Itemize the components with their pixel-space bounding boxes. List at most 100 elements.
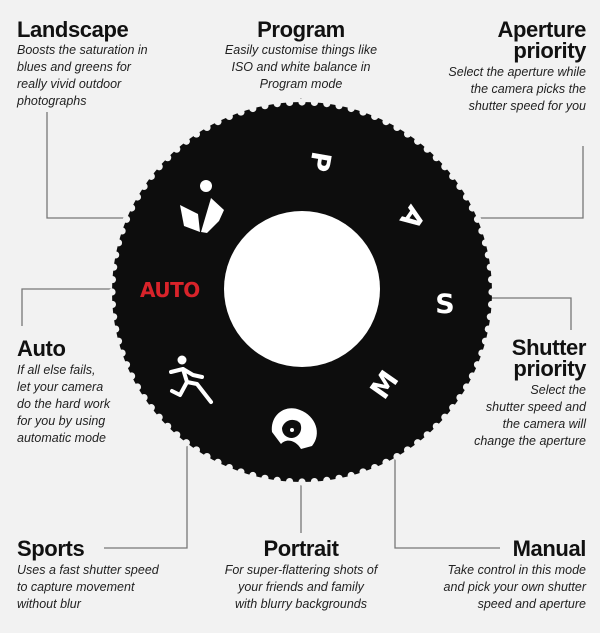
dial-notch bbox=[273, 476, 281, 484]
portrait-face-icon[interactable] bbox=[271, 408, 317, 449]
dial-notch bbox=[127, 204, 136, 212]
dial-notch bbox=[359, 108, 367, 116]
dial-notch bbox=[114, 337, 123, 345]
dial-notch bbox=[225, 463, 233, 472]
dial-notch bbox=[347, 471, 355, 480]
dial-notch bbox=[173, 431, 181, 439]
dial-notch bbox=[127, 372, 136, 380]
sports-desc-line: without blur bbox=[17, 597, 81, 611]
dial-notch bbox=[488, 288, 496, 296]
shutter-desc-line: the camera will bbox=[502, 417, 586, 431]
dial-notch bbox=[140, 182, 148, 191]
dial-notch bbox=[335, 102, 343, 110]
dial-notch bbox=[403, 130, 412, 138]
sports-desc-line: Uses a fast shutter speed bbox=[17, 563, 159, 577]
dial-notch bbox=[249, 471, 257, 480]
dial-notch bbox=[347, 104, 355, 113]
dial-notch bbox=[468, 372, 477, 380]
dial-notch bbox=[147, 404, 155, 412]
dial-teeth bbox=[108, 98, 496, 486]
auto-desc-line: do the hard work bbox=[17, 397, 111, 411]
dial-notch bbox=[108, 288, 116, 296]
landscape-desc-line: blues and greens for bbox=[17, 60, 131, 74]
dial-notch bbox=[261, 474, 269, 482]
dial-notch bbox=[261, 102, 269, 110]
dial-notch bbox=[133, 193, 142, 201]
sports-block: Sports Uses a fast shutter speed to capt… bbox=[17, 538, 217, 613]
auto-desc-line: automatic mode bbox=[17, 431, 106, 445]
program-desc-line: Program mode bbox=[259, 77, 343, 91]
landscape-icon[interactable] bbox=[180, 180, 224, 233]
dial-notch bbox=[486, 313, 494, 321]
manual-desc-line: speed and aperture bbox=[477, 597, 586, 611]
dial-notch bbox=[371, 112, 379, 121]
dial-notch bbox=[393, 452, 401, 461]
auto-title: Auto bbox=[17, 336, 66, 361]
dial-notch bbox=[310, 477, 319, 486]
dial-notch bbox=[140, 393, 148, 402]
dial-notch bbox=[441, 413, 449, 421]
sports-desc: Uses a fast shutter speed to capture mov… bbox=[17, 562, 217, 613]
program-desc-line: ISO and white balance in bbox=[231, 60, 371, 74]
portrait-desc: For super-flattering shots of your frien… bbox=[201, 562, 401, 613]
dial-notch bbox=[414, 439, 422, 447]
dial-notch bbox=[192, 446, 201, 454]
shutter-desc: Select the shutter speed and the camera … bbox=[426, 382, 586, 450]
auto-block: Auto If all else fails, let your camera … bbox=[17, 338, 177, 447]
portrait-block: Portrait For super-flattering shots of y… bbox=[201, 538, 401, 613]
dial-notch bbox=[298, 98, 306, 106]
auto-desc: If all else fails, let your camera do th… bbox=[17, 362, 177, 447]
dial-notch bbox=[484, 325, 492, 333]
sports-desc-line: to capture movement bbox=[17, 580, 135, 594]
landscape-desc-line: Boosts the saturation in bbox=[17, 43, 148, 57]
landscape-desc-line: photographs bbox=[17, 94, 87, 108]
leader-auto bbox=[21, 288, 140, 326]
program-desc-line: Easily customise things like bbox=[224, 43, 378, 57]
dial-notch bbox=[473, 215, 482, 223]
auto-label[interactable]: AUTO bbox=[140, 278, 200, 302]
landscape-block: Landscape Boosts the saturation in blues… bbox=[17, 19, 217, 110]
dial-notch bbox=[203, 452, 211, 461]
dial-notch bbox=[310, 98, 319, 107]
dial-notch bbox=[478, 349, 486, 357]
aperture-title-line: Aperture bbox=[497, 17, 587, 42]
dial-notch bbox=[237, 468, 245, 476]
dial-notch bbox=[423, 431, 431, 439]
aperture-desc-line: the camera picks the bbox=[470, 82, 586, 96]
dial-notch bbox=[486, 263, 494, 271]
dial-notch bbox=[481, 239, 490, 247]
dial-notch bbox=[481, 337, 490, 345]
aperture-block: Aperture priority Select the aperture wh… bbox=[386, 19, 586, 115]
dial-center bbox=[224, 211, 380, 367]
dial-notch bbox=[122, 215, 131, 223]
dial-notch bbox=[203, 123, 211, 132]
dial-notch bbox=[273, 100, 281, 108]
dial-notch bbox=[110, 313, 118, 321]
dial-notch bbox=[118, 349, 126, 357]
leader-sports bbox=[104, 396, 188, 549]
dial-notch bbox=[108, 300, 117, 309]
shutter-desc-line: shutter speed and bbox=[485, 400, 586, 414]
running-person-icon[interactable] bbox=[169, 355, 213, 404]
dial-notch bbox=[462, 193, 471, 201]
dial-notch bbox=[484, 251, 492, 259]
dial-notch bbox=[155, 413, 163, 421]
aperture-title: Aperture priority bbox=[386, 17, 587, 63]
dial-notch bbox=[432, 422, 440, 430]
dial-notch bbox=[182, 439, 190, 447]
dial-notch bbox=[393, 123, 401, 132]
dial bbox=[108, 98, 496, 486]
dial-notch bbox=[214, 117, 222, 126]
aperture-title-line: priority bbox=[513, 38, 586, 63]
shutter-letter[interactable]: S bbox=[435, 289, 454, 320]
auto-desc-line: let your camera bbox=[17, 380, 104, 394]
manual-desc-line: and pick your own shutter bbox=[443, 580, 586, 594]
dial-notch bbox=[456, 182, 464, 191]
portrait-desc-line: For super-flattering shots of bbox=[224, 563, 378, 577]
auto-desc-line: If all else fails, bbox=[17, 363, 96, 377]
aperture-desc-line: shutter speed for you bbox=[468, 99, 586, 113]
dial-notch bbox=[133, 383, 142, 391]
dial-notch bbox=[108, 275, 117, 284]
leader-shutter bbox=[461, 297, 572, 330]
dial-notch bbox=[456, 393, 464, 402]
